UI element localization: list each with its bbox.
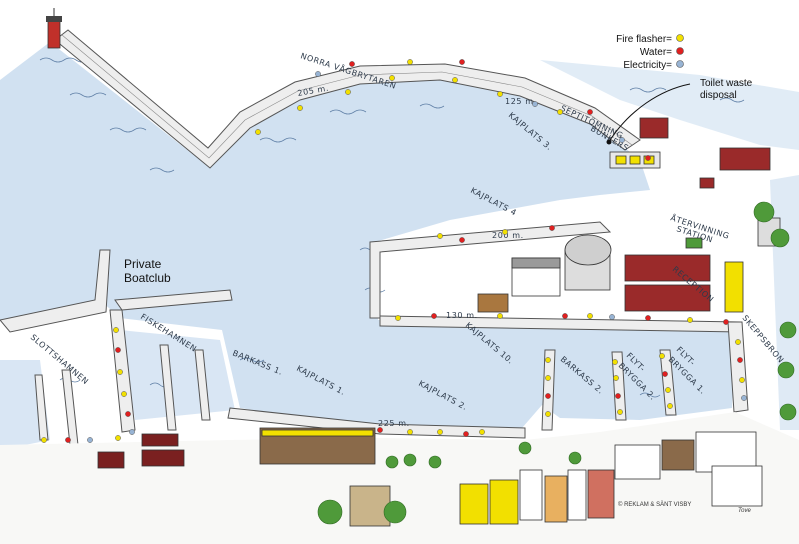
fire-flasher-marker [437, 233, 443, 239]
legend-water-label: Water= [640, 47, 672, 58]
water-marker [545, 393, 551, 399]
fire-flasher-marker [121, 391, 127, 397]
fire-flasher-marker [739, 377, 745, 383]
fire-flasher-marker [407, 429, 413, 435]
water-marker [459, 59, 465, 65]
north-breakwater [54, 29, 641, 169]
fire-flasher-marker [667, 403, 673, 409]
water-marker [459, 237, 465, 243]
grain-silo [564, 234, 612, 291]
fire-flasher-marker [587, 313, 593, 319]
electricity-marker [129, 429, 135, 435]
water-marker [115, 347, 121, 353]
electricity-marker [315, 71, 321, 77]
quay-skeppsbron [727, 321, 749, 413]
legend-water-dot [676, 47, 684, 55]
water-marker [723, 319, 729, 325]
town-house-1 [459, 483, 489, 525]
fire-flasher-marker [255, 129, 261, 135]
legend-electricity-label: Electricity= [623, 60, 672, 71]
pier-kajplats-4 [369, 221, 612, 319]
fire-flasher-marker [545, 375, 551, 381]
water-marker [587, 109, 593, 115]
water-marker [349, 61, 355, 67]
electricity-marker [741, 395, 747, 401]
water-marker [737, 357, 743, 363]
fire-flasher-marker [115, 435, 121, 441]
fire-flasher-marker [407, 59, 413, 65]
building-reception-north [624, 254, 711, 282]
callout-private-2: Boatclub [124, 271, 171, 285]
water-marker [615, 393, 621, 399]
fire-flasher-marker [545, 411, 551, 417]
water-marker [377, 427, 383, 433]
fire-flasher-marker [659, 353, 665, 359]
callout-toilet-2: disposal [700, 90, 737, 101]
label-credit: © REKLAM & SÄNT VISBY [618, 501, 691, 508]
water-marker [662, 371, 668, 377]
trees [317, 201, 797, 525]
electricity-marker [609, 314, 615, 320]
lighthouse [46, 8, 62, 49]
fire-flasher-marker [479, 429, 485, 435]
fire-flasher-marker [389, 75, 395, 81]
fire-flasher-marker [497, 313, 503, 319]
legend-fire-flasher-label: Fire flasher= [616, 34, 672, 45]
fire-flasher-marker [735, 339, 741, 345]
fire-flasher-marker [613, 375, 619, 381]
fire-flasher-marker [41, 437, 47, 443]
water-marker [645, 315, 651, 321]
fire-flasher-marker [437, 429, 443, 435]
building-reception-south [624, 284, 711, 312]
water-marker [549, 225, 555, 231]
building-brown-shed [477, 293, 509, 313]
water-marker [463, 431, 469, 437]
electricity-marker [87, 437, 93, 443]
electricity-marker [619, 137, 625, 143]
legend-electricity-dot [676, 60, 684, 68]
label-200m: 200 m. [492, 231, 524, 240]
fire-flasher-marker [617, 409, 623, 415]
building-yellow-kiosk [724, 261, 744, 313]
fire-flasher-marker [665, 387, 671, 393]
fire-flasher-marker [497, 91, 503, 97]
electricity-marker [532, 101, 538, 107]
label-125m: 125 m. [505, 97, 537, 106]
buildings [97, 117, 781, 527]
fire-flasher-marker [545, 357, 551, 363]
label-130m: 130 m. [446, 311, 478, 320]
quay-225m [227, 407, 526, 439]
legend-fire-flasher-dot [676, 34, 684, 42]
building-east-shed [719, 147, 771, 171]
fire-flasher-marker [557, 109, 563, 115]
callout-toilet-1: Toilet waste [700, 78, 753, 89]
water-marker [431, 313, 437, 319]
recycling-bins [685, 237, 703, 249]
water-marker [645, 155, 651, 161]
callouts: Toilet waste disposal Private Boatclub [124, 78, 753, 285]
service-points [41, 59, 747, 443]
water-marker [562, 313, 568, 319]
fire-flasher-marker [345, 89, 351, 95]
fire-flasher-marker [502, 229, 508, 235]
water-marker [125, 411, 131, 417]
fire-flasher-marker [452, 77, 458, 83]
label-225m: 225 m. [378, 419, 410, 428]
fire-flasher-marker [395, 315, 401, 321]
water-marker [65, 437, 71, 443]
callout-private-1: Private [124, 257, 162, 271]
fire-flasher-marker [687, 317, 693, 323]
fire-flasher-marker [117, 369, 123, 375]
label-signature: Tove [738, 508, 751, 514]
fire-flasher-marker [612, 359, 618, 365]
fire-flasher-marker [297, 105, 303, 111]
building-bunker-shed [639, 117, 669, 139]
legend: Fire flasher= Water= Electricity= [616, 34, 684, 71]
fire-flasher-marker [113, 327, 119, 333]
